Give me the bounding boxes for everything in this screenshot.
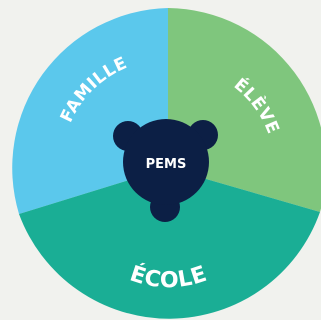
center-node: [113, 119, 218, 222]
center-body: [123, 119, 209, 205]
segment-ecole[interactable]: [19, 168, 320, 319]
center-label: PEMS: [146, 157, 187, 172]
